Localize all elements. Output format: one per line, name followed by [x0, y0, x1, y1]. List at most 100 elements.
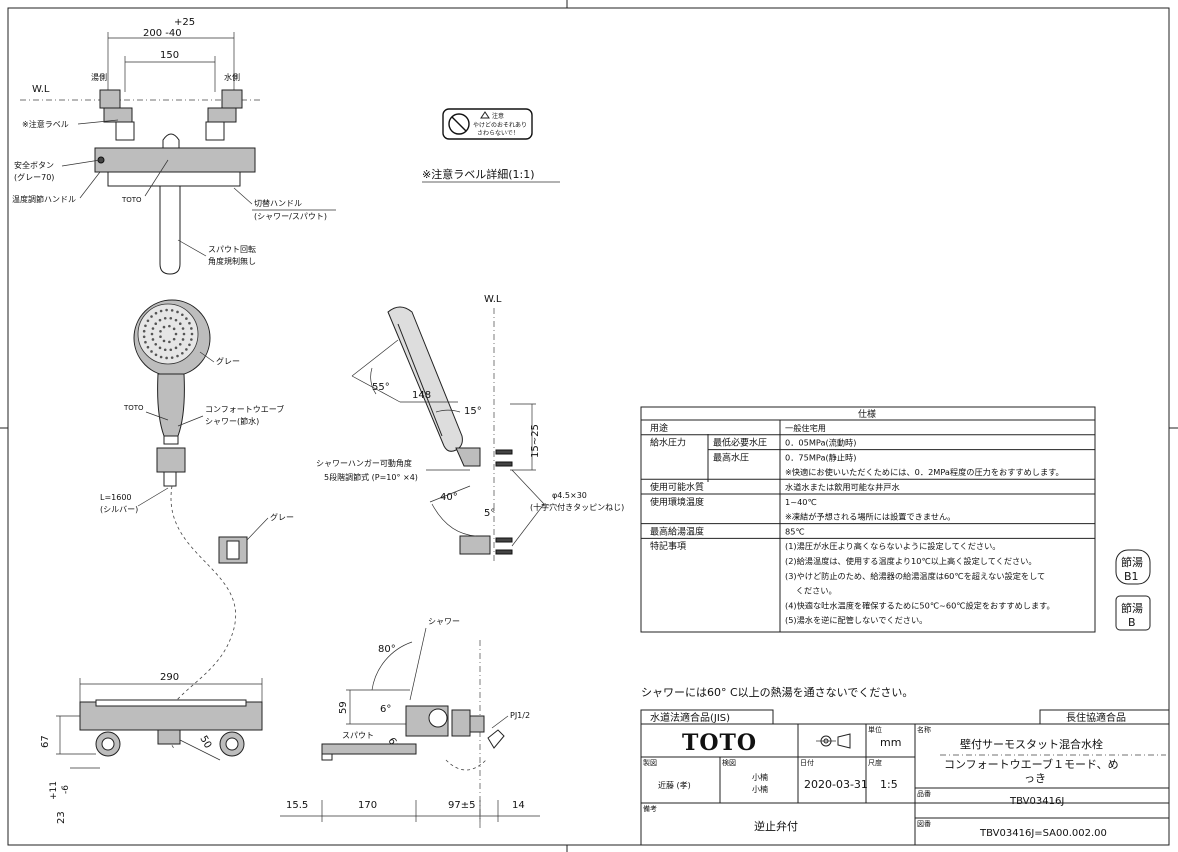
product-name-1: 壁付サーモスタット混合水栓 — [960, 737, 1103, 751]
hanger-angle-label: シャワーハンガー可動角度 — [316, 458, 412, 468]
spec-row-value: (3)やけど防止のため、給湯器の給湯温度は60℃を超えない設定をして — [785, 571, 1045, 581]
spec-row-label: 用途 — [650, 422, 668, 434]
angle-55: 55° — [372, 382, 390, 393]
dim-148: 148 — [412, 390, 431, 401]
dim-290: 290 — [160, 672, 179, 683]
spout-rotation-sub: 角度規制無し — [208, 256, 256, 266]
drawing-number: TBV03416J=SA00.002.00 — [979, 828, 1107, 839]
spec-row-value: 0．05MPa(流動時) — [785, 438, 856, 448]
jis-label: 水道法適合品(JIS) — [650, 711, 730, 724]
spec-row-label: 給水圧力 — [650, 437, 686, 449]
part-label: 品番 — [917, 790, 931, 798]
angle-80: 80° — [378, 644, 396, 655]
drawing-label: 図番 — [917, 820, 931, 828]
caution-detail-label: ※注意ラベル詳細(1:1) — [422, 167, 535, 181]
caution-label-note: ※注意ラベル — [22, 119, 69, 129]
part-number: TBV03416J — [1009, 796, 1064, 807]
note-value: 逆止弁付 — [754, 819, 798, 833]
shower-name-2: シャワー(節水) — [205, 416, 259, 426]
badge-b-bottom: B — [1128, 616, 1136, 629]
spec-row-value: 85℃ — [785, 526, 805, 536]
badge-b-top: 節湯 — [1121, 601, 1143, 615]
no-touch-icon — [448, 113, 470, 135]
faucet-bottom-side: シャワー 80° 59 6° 60° スパウト PJ1/2 15.5 170 9… — [280, 617, 540, 830]
projection-symbol-icon — [816, 733, 851, 749]
angle-15: 15° — [464, 406, 482, 417]
dim-170: 170 — [358, 800, 377, 811]
spec-row-label: 特記事項 — [650, 540, 686, 552]
checked-by-1: 小楠 — [752, 772, 768, 782]
cold-side-label: 水側 — [224, 72, 240, 82]
dim-tol-plus: +25 — [174, 17, 195, 28]
spec-row-value: 水道水または飲用可能な井戸水 — [785, 482, 900, 492]
caution-title: 注意 — [492, 112, 504, 120]
dim-59: 59 — [338, 701, 349, 714]
shower-gray-label: グレー — [216, 356, 240, 366]
dim-pitch: 150 — [160, 50, 179, 61]
dim-plus11: +11 — [49, 781, 59, 800]
switch-handle-label: 切替ハンドル — [254, 198, 302, 208]
pj-label: PJ1/2 — [510, 711, 530, 720]
shower-port-label: シャワー — [428, 617, 460, 626]
caution-line1: やけどのおそれあり — [473, 121, 527, 129]
spec-row-value: 一般住宅用 — [785, 423, 826, 433]
screw-spec: φ4.5×30 — [552, 491, 587, 500]
faucet-top-view: +25 200 -40 150 湯側 水側 W.L ※注意ラベル 安全ボタン (… — [12, 17, 336, 275]
dim-14: 14 — [512, 800, 525, 811]
shower-toto-mark: TOTO — [123, 404, 144, 412]
spec-row-value: ください。 — [785, 586, 837, 596]
spec-row-value: (2)給湯温度は、使用する温度より10℃以上高く設定してください。 — [785, 556, 1037, 566]
drawn-label: 製図 — [643, 758, 657, 767]
shower-head-front: グレー TOTO コンフォートウエーブ シャワー(節水) L=1600 (シルバ… — [100, 299, 294, 751]
angle-40: 40° — [440, 492, 458, 503]
faucet-bottom-front: 290 67 50 +11 -6 23 — [40, 672, 263, 824]
hot-water-warning: シャワーには60° C以上の熱湯を通さないでください。 — [641, 686, 913, 699]
dim-minus6: -6 — [61, 785, 71, 794]
sheet-border — [7, 7, 1170, 846]
scale-label: 尺度 — [868, 758, 882, 767]
badge-b1 — [1115, 549, 1151, 585]
hot-side-label: 湯側 — [91, 72, 107, 82]
switch-handle-sub: (シャワー/スパウト) — [254, 212, 327, 221]
spec-row-value: (1)湯圧が水圧より高くならないように設定してください。 — [785, 541, 1000, 551]
caution-label: 注意 やけどのおそれあり さわらないで！ ※注意ラベル詳細(1:1) — [422, 108, 560, 183]
badge-b1-bottom: B1 — [1124, 570, 1139, 583]
spec-row-label: 使用可能水質 — [650, 481, 704, 493]
dim-15-5: 15.5 — [286, 800, 308, 811]
safety-button-color: (グレー70) — [14, 172, 54, 182]
product-name-3: っき — [1024, 772, 1046, 785]
faucet-body — [94, 147, 256, 173]
date-label: 日付 — [800, 758, 814, 767]
temp-handle-label: 温度調節ハンドル — [12, 194, 76, 204]
spec-row-value: 0．75MPa(静止時) — [785, 452, 856, 462]
badge-b1-top: 節湯 — [1121, 555, 1143, 569]
hanger-steps-label: 5段階調節式 (P=10° ×4) — [324, 472, 418, 482]
spout-label: スパウト — [342, 731, 374, 740]
angle-5: 5° — [484, 508, 495, 519]
dim-50: 50 — [197, 734, 213, 751]
spec-row-label: 使用環境温度 — [650, 496, 704, 508]
warning-triangle-icon — [480, 111, 490, 119]
name-label: 名称 — [917, 725, 931, 734]
checked-by-2: 小楠 — [752, 784, 768, 794]
brand-logo: TOTO — [682, 730, 757, 756]
note-label: 備考 — [643, 804, 657, 813]
spec-row-value: 1~40℃ — [785, 497, 817, 507]
spec-title: 仕様 — [858, 408, 876, 420]
product-name-2: コンフォートウエーブ１モード、め — [944, 757, 1119, 771]
screw-spec-sub: (十字穴付きタッピンねじ) — [530, 502, 624, 512]
unit-label: 単位 — [868, 725, 882, 734]
spec-row-value: (5)湯水を逆に配管しないでください。 — [785, 615, 927, 625]
wl-label-side: W.L — [484, 294, 502, 305]
caution-line2: さわらないで！ — [477, 130, 519, 137]
spec-row-label: 最高給湯温度 — [650, 525, 704, 537]
badge-b — [1115, 595, 1151, 631]
hose-color: (シルバー) — [100, 505, 138, 514]
checked-label: 検図 — [722, 758, 736, 767]
safety-button-label: 安全ボタン — [14, 160, 54, 170]
dim-67: 67 — [40, 735, 51, 748]
spec-row-value: (4)快適な吐水温度を確保するために50℃~60℃設定をおすすめします。 — [785, 600, 1055, 610]
hanger-gray-label: グレー — [270, 512, 294, 522]
